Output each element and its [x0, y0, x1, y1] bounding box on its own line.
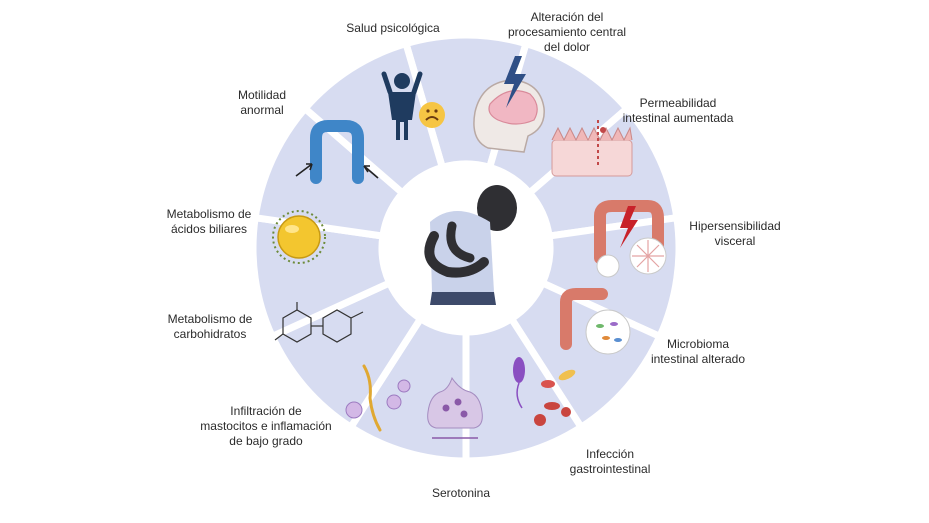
- segment-label-motilidad: Motilidad anormal: [237, 88, 287, 117]
- segment-label-permeabilidad: Permeabilidad intestinal aumentada: [622, 96, 734, 125]
- sugar-molecule-icon: [274, 302, 364, 343]
- segment-label-salud-psicologica: Salud psicológica: [346, 21, 440, 35]
- bile-droplet-icon: [272, 210, 326, 264]
- colon-motility-icon: [295, 120, 379, 184]
- segment-label-procesamiento-dolor: Alteración del procesamiento central del…: [507, 10, 627, 54]
- segment-label-carbohidratos: Metabolismo de carbohidratos: [167, 312, 253, 341]
- mast-cell-icon: [345, 364, 411, 432]
- synapse-icon: [427, 376, 483, 439]
- colon-pain-icon: [594, 200, 667, 278]
- pathogen-icon: [513, 357, 576, 426]
- distressed-person-icon: [381, 71, 445, 140]
- segment-label-serotonina: Serotonina: [431, 486, 491, 500]
- brain-lightning-icon: [473, 56, 545, 153]
- segment-label-acidos-biliares: Metabolismo de ácidos biliares: [166, 207, 252, 236]
- segment-label-hipersensibilidad: Hipersensibilidad visceral: [689, 219, 781, 248]
- segment-label-mastocitos: Infiltración de mastocitos e inflamación…: [200, 404, 332, 448]
- person-abdominal-pain-icon: [424, 185, 517, 305]
- segment-label-microbioma: Microbioma intestinal alterado: [650, 337, 746, 366]
- segment-label-infeccion: Infección gastrointestinal: [569, 447, 651, 476]
- leaky-intestinal-wall-icon: [551, 120, 633, 177]
- gut-bacteria-icon: [560, 288, 631, 355]
